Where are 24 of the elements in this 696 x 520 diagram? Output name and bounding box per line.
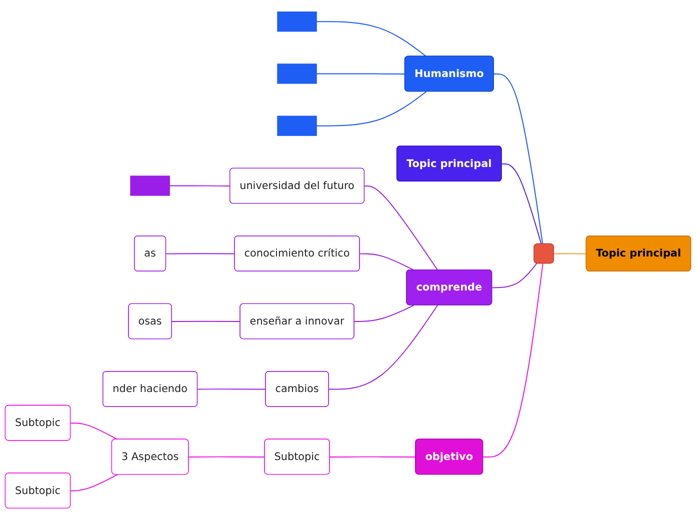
node-bar — [277, 116, 317, 136]
connector — [492, 262, 538, 288]
node-bar — [277, 12, 317, 32]
connector — [354, 304, 414, 322]
connector — [169, 185, 231, 187]
connector — [316, 21, 427, 57]
connector — [70, 422, 118, 440]
connector — [316, 73, 406, 75]
connector — [70, 474, 118, 492]
node-bar — [130, 176, 170, 196]
connector — [328, 304, 438, 390]
node-bar — [277, 64, 317, 84]
connector — [188, 456, 266, 458]
connector — [553, 253, 587, 254]
connector — [197, 388, 266, 390]
connector — [364, 186, 438, 271]
connector — [166, 253, 236, 254]
connector — [501, 163, 542, 245]
connector — [171, 320, 241, 322]
connector — [493, 74, 544, 245]
connector — [482, 263, 544, 458]
connector — [359, 253, 414, 271]
connector — [329, 456, 416, 458]
connector — [316, 91, 427, 126]
